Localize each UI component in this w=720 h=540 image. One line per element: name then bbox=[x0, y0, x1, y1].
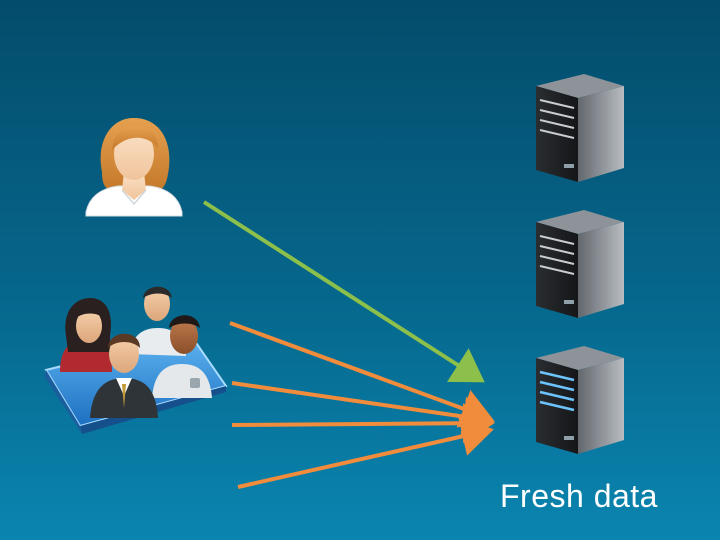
group-arrow-4 bbox=[238, 431, 486, 487]
caption: Fresh data bbox=[500, 478, 658, 515]
single-user-arrow bbox=[204, 202, 478, 378]
group-arrow-3 bbox=[232, 423, 487, 425]
